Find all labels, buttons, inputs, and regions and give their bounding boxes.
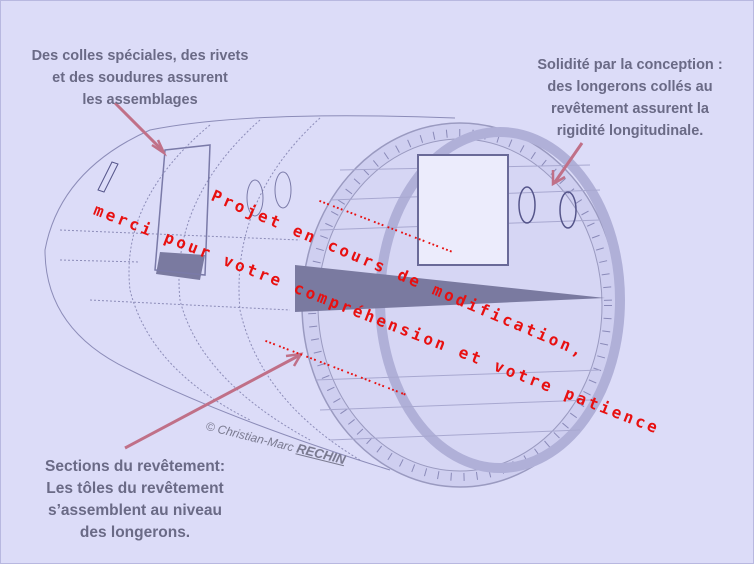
arrowhead-top-right (551, 170, 566, 187)
floor-panel (295, 265, 605, 312)
front-door (154, 144, 211, 276)
skin-section-line (178, 119, 311, 441)
note-line: Solidité par la conception : (537, 57, 723, 73)
window (246, 179, 264, 217)
note-line: les assemblages (82, 92, 198, 108)
frame-ring-rivets (308, 129, 612, 481)
cockpit-window (97, 161, 119, 193)
note-line: des longerons. (79, 524, 191, 541)
note-line: des longerons collés au (547, 79, 713, 95)
arrow-bottom-left (124, 353, 301, 450)
arrowhead-bottom-left (285, 352, 304, 367)
arrow-top-right (553, 142, 584, 183)
arrows (113, 101, 584, 450)
window (518, 186, 536, 224)
skin-section-line (128, 124, 251, 421)
door-floor (156, 252, 205, 280)
note-line: Sections du revêtement: (44, 458, 226, 475)
note-line: Les tôles du revêtement (46, 480, 224, 497)
door-opening (417, 154, 509, 266)
skin-joint-line (59, 229, 301, 311)
arrow-top-left (113, 101, 164, 152)
fuselage-outline (44, 115, 456, 471)
arrowhead-top-left (151, 139, 167, 157)
skin-section-line (238, 117, 361, 461)
note-line: revêtement assurent la (551, 101, 709, 117)
window (559, 191, 577, 229)
note-line: Des colles spéciales, des rivets (31, 48, 249, 64)
note-line: et des soudures assurent (52, 70, 228, 86)
note-assemblies: Des colles spéciales, des rivets et des … (20, 45, 260, 111)
fuselage-lines (44, 115, 456, 471)
note-skin-sections: Sections du revêtement: Les tôles du rev… (25, 456, 245, 544)
note-stringers: Solidité par la conception : des longero… (525, 54, 735, 142)
window (274, 171, 292, 209)
note-line: rigidité longitudinale. (556, 123, 704, 139)
note-line: s’assemblent au niveau (47, 502, 223, 519)
copyright-symbol: © (204, 418, 217, 435)
